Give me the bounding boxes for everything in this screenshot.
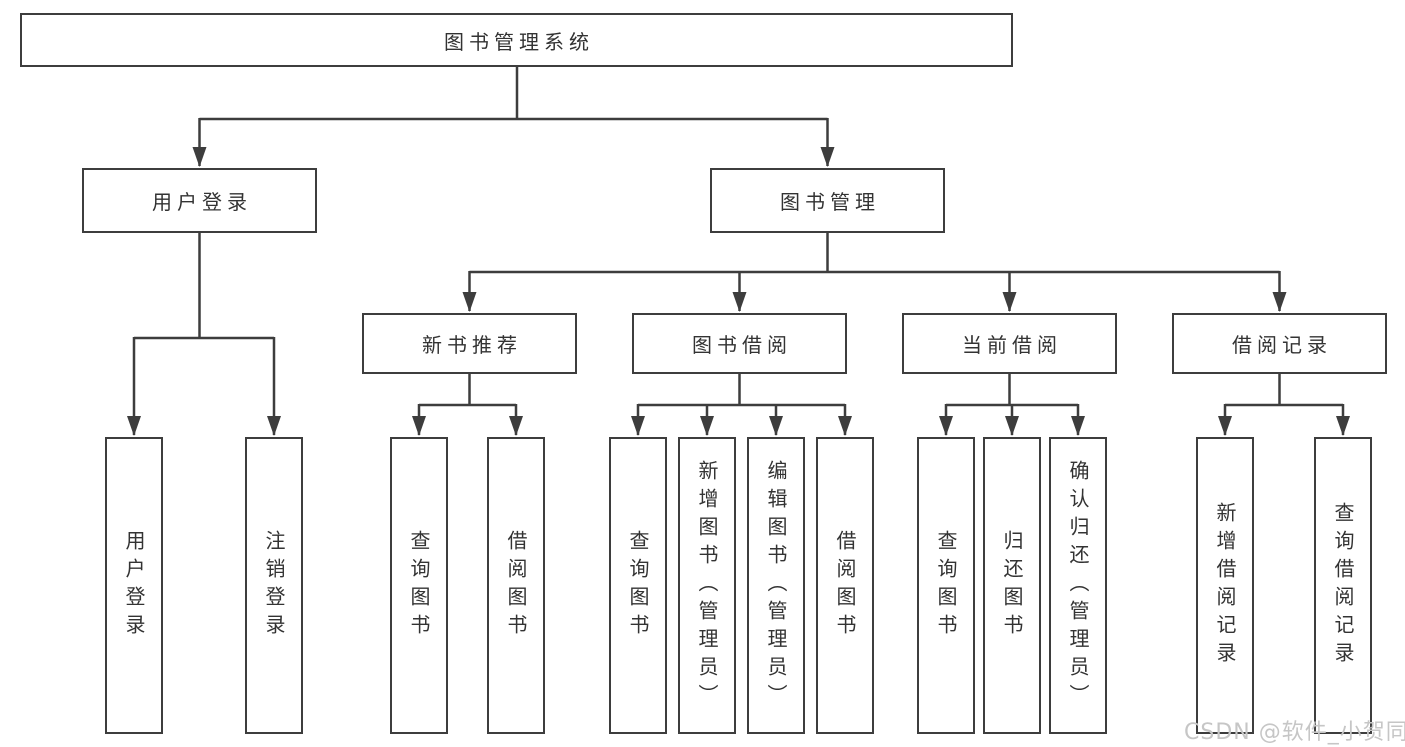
node-book-borrowing: 图书借阅 — [632, 313, 847, 374]
leaf-bb-borrow-books-label: 借阅图书 — [833, 529, 857, 642]
connector-records-bar — [1225, 374, 1343, 407]
leaf-bb-add-books-admin: 新增图书（管理员） — [678, 437, 736, 734]
leaf-bb-edit-books-admin: 编辑图书（管理员） — [747, 437, 805, 734]
leaf-br-add-record-label: 新增借阅记录 — [1213, 501, 1237, 670]
leaf-cb-confirm-return-admin-label: 确认归还（管理员） — [1066, 459, 1090, 712]
leaf-cb-return-books-label: 归还图书 — [1000, 529, 1024, 642]
leaf-bb-query-books-label: 查询图书 — [626, 529, 650, 642]
leaf-bb-query-books: 查询图书 — [609, 437, 667, 734]
leaf-rec-borrow-books: 借阅图书 — [487, 437, 545, 734]
node-current-borrowing: 当前借阅 — [902, 313, 1117, 374]
node-current-borrowing-label: 当前借阅 — [962, 333, 1062, 357]
leaf-br-add-record: 新增借阅记录 — [1196, 437, 1254, 734]
leaf-user-login: 用户登录 — [105, 437, 163, 734]
leaf-br-query-record-label: 查询借阅记录 — [1331, 501, 1355, 670]
leaf-cb-query-books-label: 查询图书 — [934, 529, 958, 642]
connector-login-bar — [134, 233, 274, 340]
leaf-cb-query-books: 查询图书 — [917, 437, 975, 734]
node-new-book-recommend-label: 新书推荐 — [422, 333, 522, 357]
leaf-user-login-label: 用户登录 — [122, 529, 146, 642]
leaf-bb-add-books-admin-label: 新增图书（管理员） — [695, 459, 719, 712]
node-library-system: 图书管理系统 — [20, 13, 1013, 67]
leaf-bb-edit-books-admin-label: 编辑图书（管理员） — [764, 459, 788, 712]
connector-current-bar — [946, 374, 1078, 407]
leaf-cb-return-books: 归还图书 — [983, 437, 1041, 734]
node-borrow-records: 借阅记录 — [1172, 313, 1387, 374]
leaf-rec-query-books: 查询图书 — [390, 437, 448, 734]
csdn-watermark: CSDN @软件_小贺同学 — [1184, 720, 1405, 745]
node-library-system-label: 图书管理系统 — [444, 29, 594, 54]
node-book-borrowing-label: 图书借阅 — [692, 333, 792, 357]
leaf-rec-borrow-books-label: 借阅图书 — [504, 529, 528, 642]
leaf-rec-query-books-label: 查询图书 — [407, 529, 431, 642]
leaf-bb-borrow-books: 借阅图书 — [816, 437, 874, 734]
node-book-management-label: 图书管理 — [780, 190, 880, 214]
node-user-login-label: 用户登录 — [152, 190, 252, 214]
node-borrow-records-label: 借阅记录 — [1232, 333, 1332, 357]
connector-borrowing-bar — [638, 374, 845, 407]
leaf-br-query-record: 查询借阅记录 — [1314, 437, 1372, 734]
leaf-logout-label: 注销登录 — [262, 529, 286, 642]
leaf-cb-confirm-return-admin: 确认归还（管理员） — [1049, 437, 1107, 734]
leaf-logout: 注销登录 — [245, 437, 303, 734]
node-book-management: 图书管理 — [710, 168, 945, 233]
connector-root-bar — [199, 67, 828, 121]
node-user-login: 用户登录 — [82, 168, 317, 233]
connector-bookmgmt-bar — [469, 233, 1280, 274]
node-new-book-recommend: 新书推荐 — [362, 313, 577, 374]
connector-recommend-bar — [419, 374, 516, 407]
